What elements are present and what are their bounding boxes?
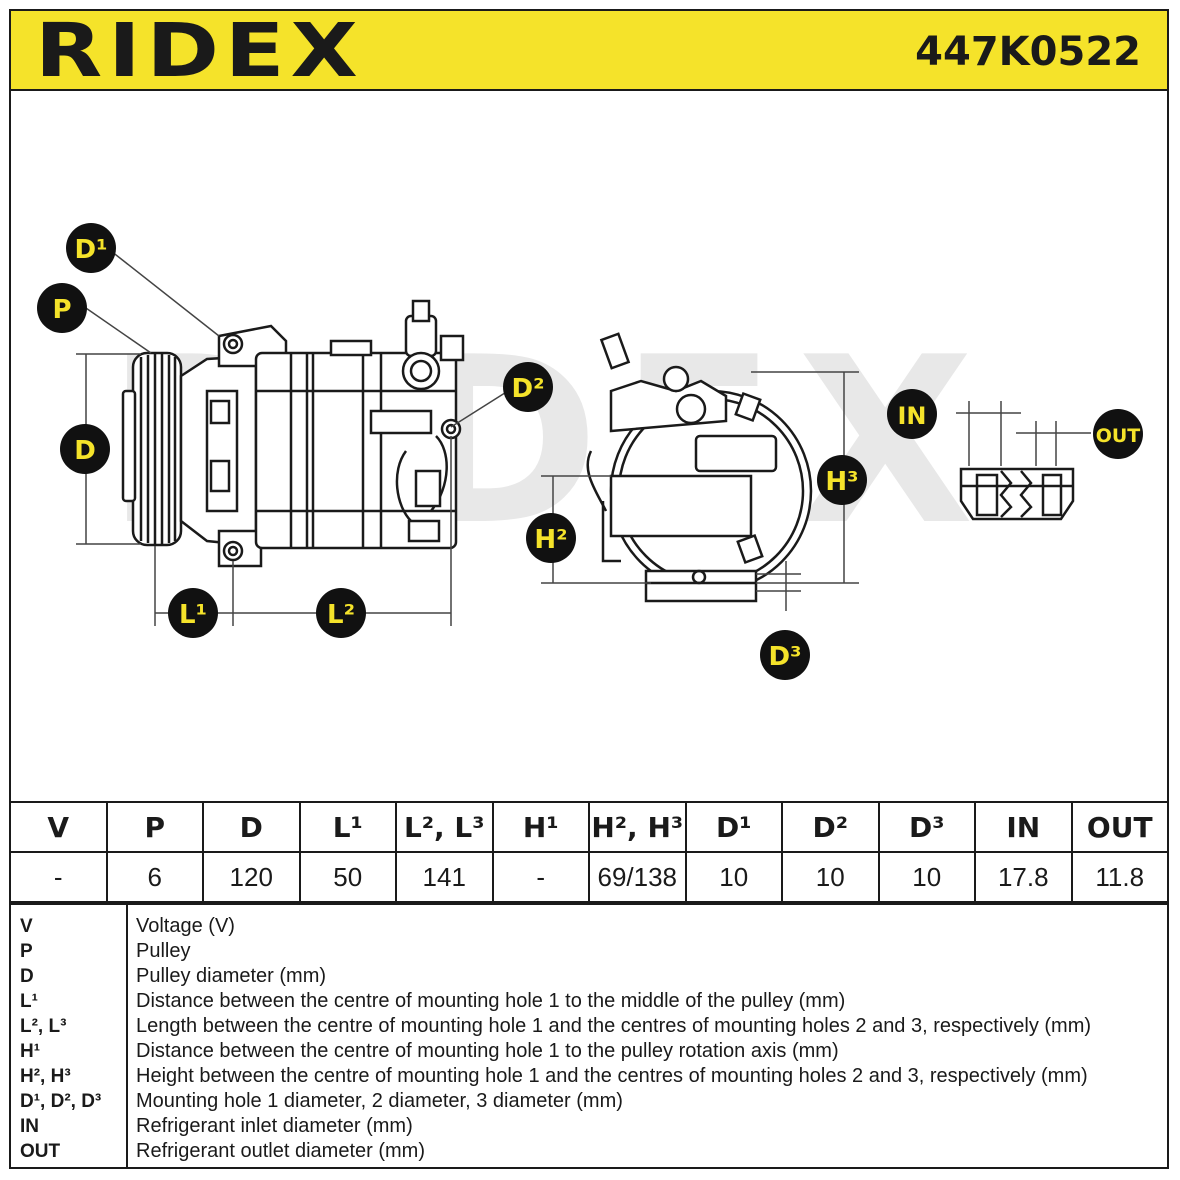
legend-abbr: L², L³ xyxy=(20,1016,67,1037)
legend-abbr: H¹ xyxy=(20,1041,41,1062)
legend-row: V Voltage (V) xyxy=(11,915,1167,940)
legend-abbr: D¹, D², D³ xyxy=(20,1091,102,1112)
spec-value: 11.8 xyxy=(1070,851,1169,903)
legend-row: H¹ Distance between the centre of mounti… xyxy=(11,1040,1167,1065)
legend-desc: Refrigerant outlet diameter (mm) xyxy=(136,1140,425,1162)
spec-header: V xyxy=(9,801,108,853)
callout-out: OUT xyxy=(1093,409,1143,459)
svg-text:P: P xyxy=(52,295,71,325)
legend-row: P Pulley xyxy=(11,940,1167,965)
legend-row: L², L³ Length between the centre of moun… xyxy=(11,1015,1167,1040)
legend-row: OUT Refrigerant outlet diameter (mm) xyxy=(11,1140,1167,1165)
spec-value: 10 xyxy=(684,851,783,903)
spec-table: V P D L¹ L², L³ H¹ H², H³ D¹ D² D³ IN OU… xyxy=(9,801,1169,903)
spec-header: H¹ xyxy=(491,801,590,853)
svg-text:D²: D² xyxy=(512,374,545,404)
legend-row: L¹ Distance between the centre of mounti… xyxy=(11,990,1167,1015)
legend-row: D¹, D², D³ Mounting hole 1 diameter, 2 d… xyxy=(11,1090,1167,1115)
callouts: D¹ P D L¹ L² D² H² H³ xyxy=(37,223,1143,680)
callout-d: D xyxy=(60,424,110,474)
legend-divider xyxy=(126,905,128,1167)
callout-l2: L² xyxy=(316,588,366,638)
callout-d2: D² xyxy=(503,362,553,412)
callout-d3: D³ xyxy=(760,630,810,680)
svg-text:L¹: L¹ xyxy=(179,600,207,630)
legend-abbr: IN xyxy=(20,1116,39,1137)
callout-in: IN xyxy=(887,389,937,439)
legend-row: IN Refrigerant inlet diameter (mm) xyxy=(11,1115,1167,1140)
legend-desc: Voltage (V) xyxy=(136,915,235,937)
legend-abbr: V xyxy=(20,916,33,937)
spec-value: 10 xyxy=(781,851,880,903)
spec-header-row: V P D L¹ L², L³ H¹ H², H³ D¹ D² D³ IN OU… xyxy=(9,801,1169,853)
spec-header: D² xyxy=(781,801,880,853)
spec-header: IN xyxy=(974,801,1073,853)
spec-header: L², L³ xyxy=(395,801,494,853)
legend-desc: Mounting hole 1 diameter, 2 diameter, 3 … xyxy=(136,1090,623,1112)
spec-value: 17.8 xyxy=(974,851,1073,903)
spec-header: P xyxy=(105,801,204,853)
pulley xyxy=(121,351,183,547)
svg-text:L²: L² xyxy=(327,600,355,630)
svg-text:H³: H³ xyxy=(825,467,858,497)
svg-text:OUT: OUT xyxy=(1096,425,1141,447)
svg-text:D: D xyxy=(74,436,96,466)
spec-header: L¹ xyxy=(298,801,397,853)
header-bar: RIDEX 447K0522 xyxy=(9,8,1169,94)
spec-header: H², H³ xyxy=(588,801,687,853)
callout-h3: H³ xyxy=(817,455,867,505)
spec-header: OUT xyxy=(1070,801,1169,853)
spec-header: D xyxy=(202,801,301,853)
legend: V Voltage (V) P Pulley D Pulley diameter… xyxy=(9,903,1169,1169)
brand-logo: RIDEX xyxy=(35,8,364,94)
svg-text:D³: D³ xyxy=(769,642,802,672)
legend-row: D Pulley diameter (mm) xyxy=(11,965,1167,990)
compressor-drawing: RIDEX xyxy=(37,223,1143,680)
legend-abbr: P xyxy=(20,941,33,962)
callout-d1: D¹ xyxy=(66,223,116,273)
spec-value: 141 xyxy=(395,851,494,903)
callout-p: P xyxy=(37,283,87,333)
legend-abbr: D xyxy=(20,966,34,987)
spec-header: D³ xyxy=(877,801,976,853)
svg-text:D¹: D¹ xyxy=(75,235,108,265)
legend-desc: Length between the centre of mounting ho… xyxy=(136,1015,1092,1037)
legend-abbr: OUT xyxy=(20,1141,61,1162)
spec-value: - xyxy=(9,851,108,903)
legend-abbr: H², H³ xyxy=(20,1066,71,1087)
spec-value: 6 xyxy=(105,851,204,903)
legend-desc: Distance between the centre of mounting … xyxy=(136,1040,839,1062)
part-number: 447K0522 xyxy=(915,29,1141,75)
spec-value: 69/138 xyxy=(588,851,687,903)
legend-desc: Distance between the centre of mounting … xyxy=(136,990,846,1012)
legend-desc: Refrigerant inlet diameter (mm) xyxy=(136,1115,413,1137)
callout-h2: H² xyxy=(526,513,576,563)
svg-text:IN: IN xyxy=(897,402,926,430)
spec-value: 10 xyxy=(877,851,976,903)
spec-value: - xyxy=(491,851,590,903)
spec-value-row: - 6 120 50 141 - 69/138 10 10 10 17.8 11… xyxy=(9,851,1169,903)
legend-desc: Height between the centre of mounting ho… xyxy=(136,1065,1088,1087)
spec-value: 50 xyxy=(298,851,397,903)
legend-desc: Pulley xyxy=(136,940,191,962)
spec-value: 120 xyxy=(202,851,301,903)
legend-abbr: L¹ xyxy=(20,991,38,1012)
legend-desc: Pulley diameter (mm) xyxy=(136,965,327,987)
callout-l1: L¹ xyxy=(168,588,218,638)
spec-header: D¹ xyxy=(684,801,783,853)
svg-text:H²: H² xyxy=(534,525,567,555)
legend-row: H², H³ Height between the centre of moun… xyxy=(11,1065,1167,1090)
